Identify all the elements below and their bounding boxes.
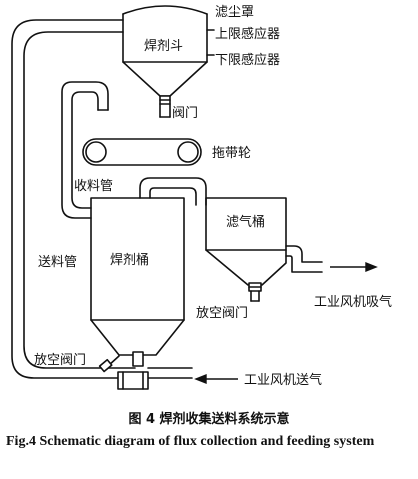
- fan-supply-label: 工业风机送气: [244, 372, 322, 388]
- suction-pipe: [285, 245, 323, 273]
- upper-sensor-label: 上限感应器: [215, 26, 280, 42]
- figure-caption-cn: 图 4 焊剂收集送料系统示意: [128, 412, 290, 427]
- fan-suction-label: 工业风机吸气: [314, 294, 392, 310]
- left-vent-valve: [98, 355, 120, 373]
- flux-hopper-label: 焊剂斗: [144, 38, 183, 54]
- supply-arrow: [194, 373, 238, 385]
- drag-wheel-label: 拖带轮: [212, 146, 251, 161]
- flux-hopper: [122, 5, 208, 118]
- filter-bucket: [205, 197, 287, 302]
- flux-system-diagram: 滤尘罩 上限感应器 下限感应器 焊剂斗 阀门 拖带轮 收料管 送料管 焊剂桶 滤…: [11, 5, 392, 390]
- bottom-feed-line: [117, 367, 193, 390]
- drag-belt-wheel: [82, 138, 202, 166]
- flux-bucket: [90, 197, 185, 367]
- suction-arrow: [330, 261, 378, 273]
- valve-label: 阀门: [172, 106, 198, 121]
- vent-valve-right-label: 放空阀门: [196, 306, 248, 321]
- flux-bucket-label: 焊剂桶: [110, 252, 149, 268]
- filter-bucket-label: 滤气桶: [226, 214, 265, 230]
- dust-cover-arc: [122, 5, 208, 15]
- feed-pipe: [11, 19, 136, 379]
- feed-pipe-label: 送料管: [38, 255, 77, 270]
- collection-pipe: [61, 81, 109, 219]
- collection-pipe-label: 收料管: [74, 179, 113, 194]
- dust-cover-label: 滤尘罩: [215, 5, 254, 20]
- figure-caption-en: Fig.4 Schematic diagram of flux collecti…: [6, 434, 375, 449]
- connect-pipe: [139, 177, 207, 206]
- lower-sensor-label: 下限感应器: [215, 52, 280, 68]
- vent-valve-left-label: 放空阀门: [34, 353, 86, 368]
